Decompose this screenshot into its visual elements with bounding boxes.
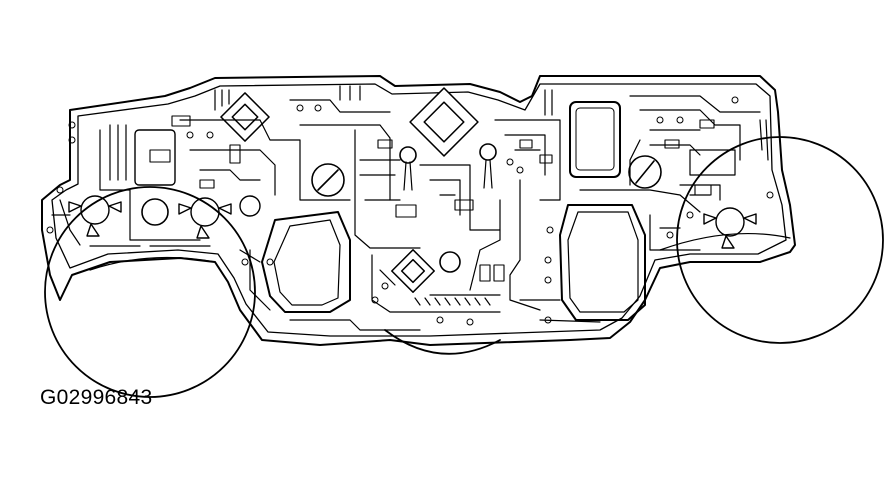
figure-id-label: G02996843: [40, 386, 153, 409]
ic-chip-left: [220, 92, 270, 142]
left-gauge-dial: [44, 186, 256, 398]
top-right-window: [569, 101, 621, 178]
ic-chip-bottom: [391, 249, 435, 293]
center-gauge-arc: [384, 329, 501, 355]
ic-chip-center: [409, 87, 479, 157]
round-component-left: [141, 198, 169, 226]
screw-left: [311, 163, 345, 197]
circuit-traces: [51, 85, 769, 331]
display-windows: [134, 101, 646, 321]
right-gauge-dial: [676, 136, 884, 344]
top-left-window: [134, 129, 176, 186]
screw-right: [628, 155, 662, 189]
round-component-center: [439, 251, 461, 273]
solder-pads: [46, 96, 774, 326]
screws: [141, 143, 662, 273]
board-outline: [41, 75, 796, 346]
gauge-dials: [44, 136, 884, 398]
pointer-pivots: [68, 195, 757, 249]
ic-chips: [220, 87, 479, 293]
right-display-window: [559, 204, 646, 321]
smd-components: [149, 115, 715, 282]
left-display-window: [261, 211, 351, 313]
